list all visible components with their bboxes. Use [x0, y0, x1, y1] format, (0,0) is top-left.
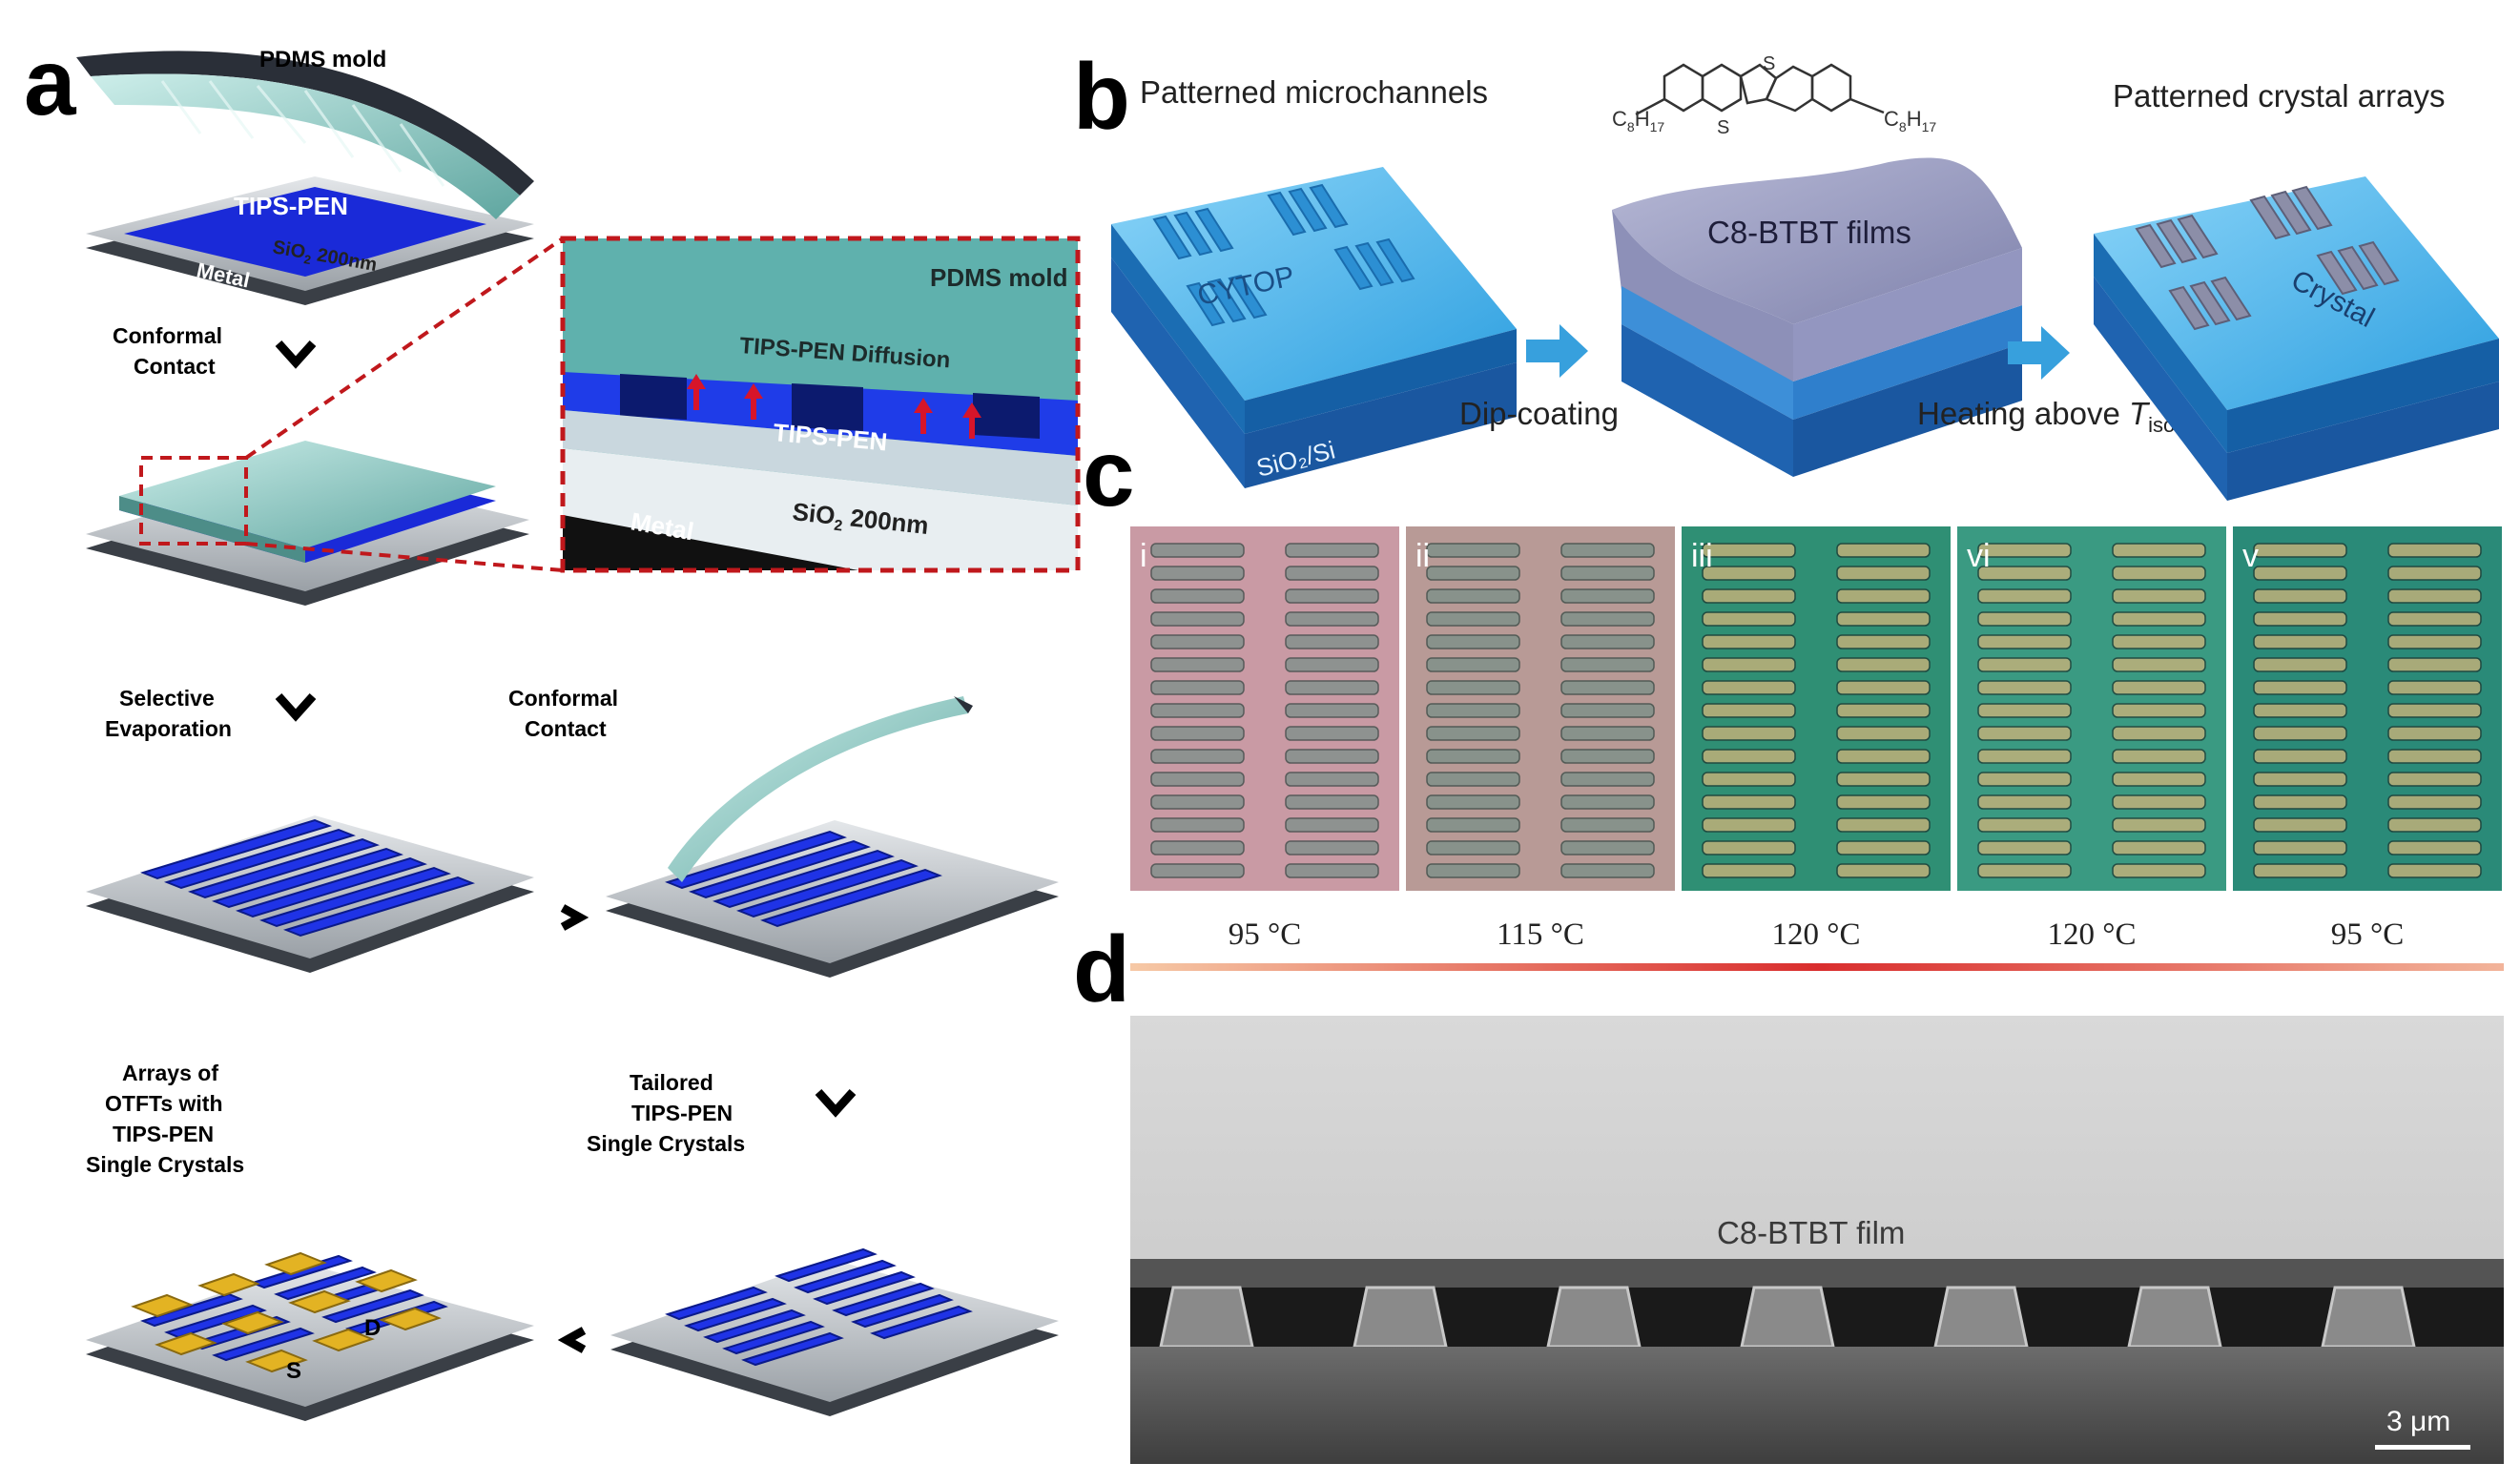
step-tailored-line3: Single Crystals — [587, 1131, 745, 1156]
micrograph-3: iii 120 °C — [1682, 526, 1951, 952]
pdms-device-1: PDMS mold TIPS-PEN SiO2 200nm Metal — [76, 47, 534, 305]
micrograph-roman-label: vi — [1967, 538, 1991, 574]
zoom-pdms-mold-label: PDMS mold — [930, 263, 1067, 292]
panel-a: a PDMS mold TIPS-PEN SiO2 200nm Metal Co… — [24, 30, 1081, 1421]
crystal-bars — [2135, 185, 2400, 331]
temperature-gradient-bar — [1130, 963, 2504, 971]
sem-pillar — [2321, 1286, 2416, 1349]
micrograph-temperature-label: 120 °C — [1772, 917, 1861, 952]
panel-d: d C8-BTBT film 3 μm — [1073, 917, 2504, 1464]
sem-pillars — [1159, 1286, 2416, 1349]
microchannels — [1152, 183, 1415, 327]
panel-a-letter: a — [24, 30, 77, 134]
step-conformal-contact-1-line1: Conformal — [113, 323, 222, 348]
zoom-inset: PDMS mold TIPS-PEN Diffusion TIPS-PEN Si… — [560, 236, 1081, 573]
sem-pillar — [1740, 1286, 1835, 1349]
chevron-right-icon — [560, 904, 589, 931]
alkyl-chain-right: C8H17 — [1884, 107, 1936, 134]
micrograph-strip: i 95 °C ii 115 °C iii 120 °C vi 120 °C v 95 °C — [1130, 526, 2502, 952]
step-selective-evaporation-line1: Selective — [119, 686, 215, 711]
micrograph-roman-label: ii — [1415, 538, 1430, 574]
micrograph-temperature-label: 95 °C — [2331, 917, 2404, 952]
micrograph-roman-label: i — [1140, 538, 1147, 574]
scale-bar-label: 3 μm — [2386, 1406, 2450, 1437]
panel-c: c i 95 °C ii 115 °C iii 120 °C vi 120 °C v 95 °C — [1083, 421, 2504, 971]
micrograph-temperature-label: 115 °C — [1497, 917, 1584, 952]
micrograph-roman-label: iii — [1691, 538, 1713, 574]
step-arrays-line4: Single Crystals — [86, 1152, 244, 1177]
stripe-mold-device — [606, 696, 1059, 978]
heating-label: Heating above Tiso — [1917, 396, 2175, 437]
panel-d-letter: d — [1073, 917, 1130, 1021]
film-block: C8-BTBT films — [1612, 157, 2022, 477]
micrograph-2: ii 115 °C — [1406, 526, 1675, 952]
stripe-device — [86, 815, 534, 973]
arrow-right-icon — [2008, 326, 2070, 380]
micrograph-temperature-label: 120 °C — [2048, 917, 2137, 952]
cytop-block: CYTOP SiO₂/Si — [1111, 167, 1517, 488]
otft-array-device: D S — [86, 1251, 534, 1421]
step-tailored-line1: Tailored — [630, 1070, 713, 1095]
step-conformal-contact-1-line2: Contact — [134, 354, 216, 379]
micrograph-5: v 95 °C — [2233, 526, 2502, 952]
micrograph-4: vi 120 °C — [1957, 526, 2226, 952]
arrow-right-icon — [1526, 324, 1588, 378]
micrograph-1: i 95 °C — [1130, 526, 1399, 952]
chevron-down-icon — [815, 1088, 857, 1118]
sem-pillar — [2127, 1286, 2222, 1349]
sem-pillar — [1353, 1286, 1448, 1349]
sem-film-label: C8-BTBT film — [1717, 1215, 1905, 1250]
tips-pen-label: TIPS-PEN — [234, 192, 348, 220]
panel-c-letter: c — [1083, 421, 1135, 526]
step-arrays-line3: TIPS-PEN — [113, 1122, 214, 1146]
step-tailored-line2: TIPS-PEN — [631, 1101, 733, 1125]
film-label: C8-BTBT films — [1707, 215, 1911, 250]
crystal-block: Crystal — [2094, 176, 2499, 501]
step-arrays-line1: Arrays of — [122, 1061, 218, 1085]
step-conformal-contact-2-line2: Contact — [525, 716, 607, 741]
gold-electrodes — [131, 1251, 442, 1373]
diffusion-arrows — [687, 374, 981, 439]
c8-btbt-molecule — [1635, 63, 1885, 116]
pdms-mold-label: PDMS mold — [259, 47, 386, 72]
panel-b-letter: b — [1073, 44, 1130, 149]
alkyl-chain-left: C8H17 — [1612, 107, 1664, 134]
panel-b: b Patterned microchannels Patterned crys… — [1073, 44, 2499, 501]
step-arrays-line2: OTFTs with — [105, 1091, 223, 1116]
pdms-device-2 — [86, 441, 529, 606]
micrograph-temperature-label: 95 °C — [1229, 917, 1301, 952]
electrode-s-label: S — [286, 1358, 301, 1384]
sem-pillar — [1933, 1286, 2029, 1349]
dip-coating-label: Dip-coating — [1459, 396, 1619, 431]
chevron-down-icon — [275, 340, 317, 369]
sem-cross-section: C8-BTBT film 3 μm — [1130, 1016, 2504, 1464]
panel-b-title-3: Patterned crystal arrays — [2113, 78, 2445, 113]
tailored-crystal-device — [610, 1247, 1059, 1416]
scale-bar — [2375, 1445, 2470, 1450]
sulfur-bottom-label: S — [1717, 117, 1729, 138]
panel-b-title-1: Patterned microchannels — [1140, 74, 1488, 110]
chevron-down-icon — [275, 692, 317, 722]
step-selective-evaporation-line2: Evaporation — [105, 716, 232, 741]
electrode-d-label: D — [364, 1315, 381, 1341]
chevron-left-icon — [557, 1327, 587, 1353]
micrograph-roman-label: v — [2242, 538, 2259, 574]
sulfur-top-label: S — [1763, 53, 1775, 74]
sem-pillar — [1159, 1286, 1254, 1349]
step-conformal-contact-2-line1: Conformal — [508, 686, 618, 711]
sem-pillar — [1546, 1286, 1642, 1349]
